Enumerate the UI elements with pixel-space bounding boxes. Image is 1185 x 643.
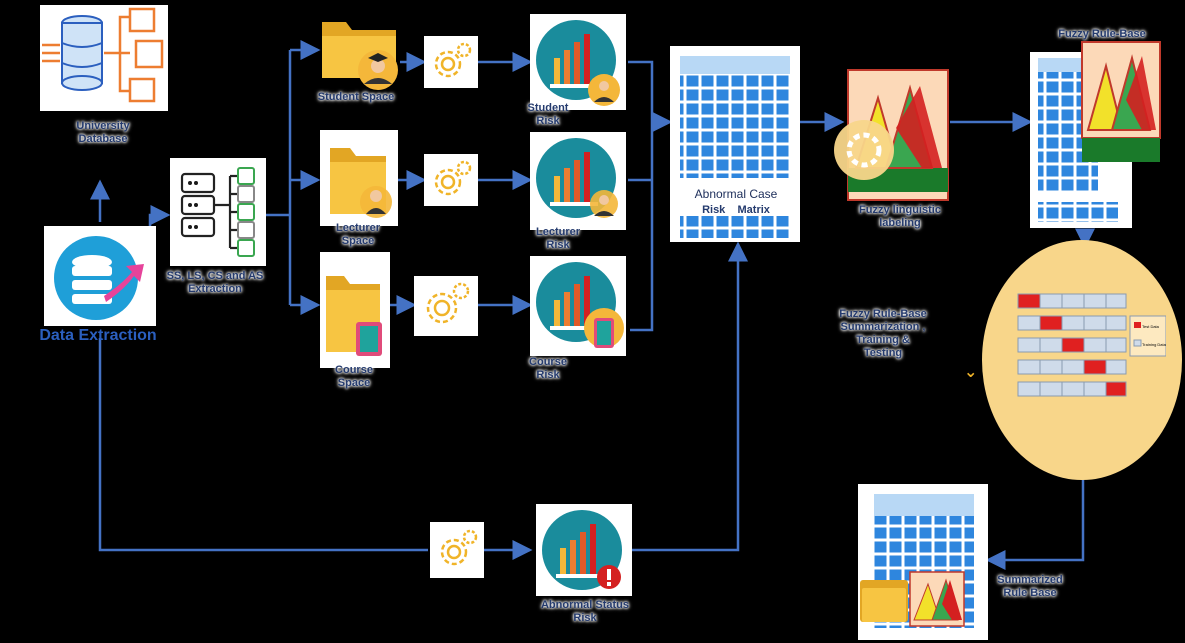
fuzzy-triangle-icon [1080,40,1162,164]
branch-trunk [266,50,292,305]
database-schema-icon [40,5,168,111]
summarized-rule-base-label: Summarized Rule Base [997,574,1063,599]
student-risk-label: Student Risk [527,102,569,127]
university-db-label: University Database [76,120,130,145]
lecturer-risk-label: Lecturer Risk [535,226,581,251]
abnormal-case-label: Abnormal Case [694,187,778,201]
gear-icon [424,36,478,88]
lecturer-space-label: Lecturer Space [335,222,381,247]
folder-lecturer-icon [320,130,398,226]
legend-test: Test Data [1142,324,1159,329]
matrix-table-icon [670,46,800,242]
training-testing-table [1017,293,1166,397]
matrix-table-icon [858,484,988,640]
risk-chart-icon [530,256,626,356]
risk-chart-icon [530,132,626,230]
arrow-abnormal-matrix [632,241,748,552]
fuzzy-triangle-icon [826,68,950,202]
course-risk-label: Course Risk [529,356,567,381]
gear-icon [424,154,478,206]
gear-icon [414,276,478,336]
gear-icon [430,522,484,578]
fuzzy-rule-base-label: Fuzzy Rule-Base [1058,28,1146,40]
extraction-label: SS, LS, CS and AS Extraction [166,270,264,295]
feedback-loop [98,338,428,552]
risk-matrix-label: Risk Matrix [702,204,770,216]
data-extraction-label: Data Extraction [39,327,157,344]
student-space-label: Student Space [317,91,395,103]
database-tree-icon [170,158,266,266]
summarization-label: Fuzzy Rule-Base Summarization , Training… [839,308,927,359]
course-space-label: Course Space [335,364,373,389]
merge-lines [628,60,670,332]
fuzzy-linguistic-label: Fuzzy linguistic labeling [859,204,941,229]
warning-icon [596,564,622,590]
abnormal-status-risk-label: Abnormal Status Risk [540,599,629,624]
folder-books-icon [320,252,390,368]
chevron-down-icon: ⌄ [964,362,978,381]
folder-graduate-icon [318,12,404,92]
arrow-summary-result [985,478,1085,570]
database-export-icon [44,226,156,326]
legend-train: Training Data [1142,342,1166,347]
risk-chart-icon [530,14,626,110]
